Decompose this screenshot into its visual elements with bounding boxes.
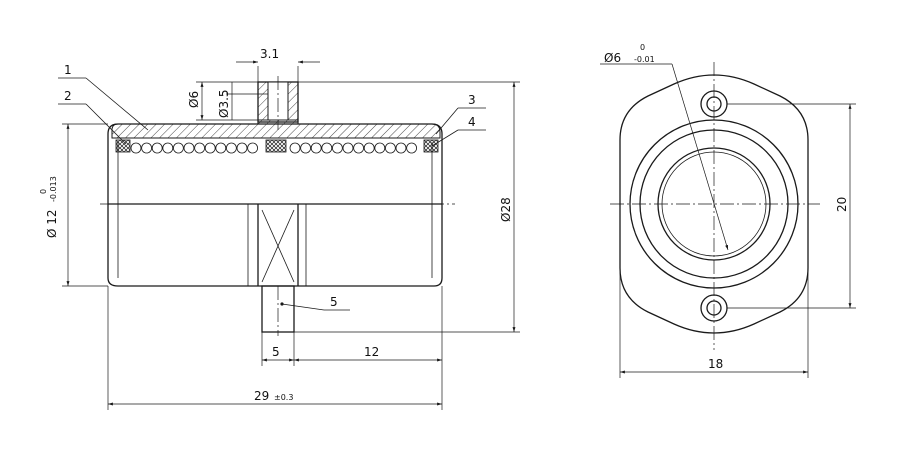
dim-shaft-tol-upper: 0 bbox=[39, 189, 48, 194]
callout-1: 1 bbox=[64, 63, 72, 77]
dim-hole-diameter: Ø3.5 bbox=[217, 89, 231, 118]
side-view: 3.1 Ø6 Ø3.5 Ø 12 0 -0.013 Ø28 5 12 bbox=[39, 47, 520, 410]
ball bbox=[300, 142, 312, 154]
bore-outer bbox=[657, 147, 771, 261]
ball bbox=[247, 142, 259, 154]
ball bbox=[130, 142, 142, 154]
ball bbox=[363, 142, 375, 154]
ball bbox=[374, 142, 386, 154]
ball bbox=[151, 142, 163, 154]
ball bbox=[384, 142, 396, 154]
ball bbox=[141, 142, 153, 154]
dim-flange-width: 5 bbox=[272, 345, 280, 359]
callout-2: 2 bbox=[64, 89, 72, 103]
ball bbox=[162, 142, 174, 154]
ball bbox=[225, 142, 237, 154]
ball bbox=[183, 142, 195, 154]
ball bbox=[406, 142, 418, 154]
seal-center bbox=[265, 139, 287, 153]
front-view: Ø6 0 -0.01 20 18 bbox=[600, 43, 856, 378]
ball-row bbox=[130, 142, 418, 154]
mount-hole-top bbox=[706, 96, 722, 112]
dim-hole-pitch: 20 bbox=[835, 197, 849, 212]
dim-shaft-tol-lower: -0.013 bbox=[49, 176, 58, 202]
ball bbox=[310, 142, 322, 154]
seal-right bbox=[423, 139, 439, 153]
mount-hole-bottom bbox=[706, 300, 722, 316]
dim-front-hole: Ø6 0 -0.01 bbox=[604, 43, 655, 65]
callout-3: 3 bbox=[468, 93, 476, 107]
callout-4: 4 bbox=[468, 115, 476, 129]
ball bbox=[204, 142, 216, 154]
ball bbox=[353, 142, 365, 154]
ball bbox=[215, 142, 227, 154]
dim-keyway-width: 3.1 bbox=[260, 47, 279, 61]
seal-left bbox=[115, 139, 131, 153]
dim-total-length: 29 bbox=[254, 389, 269, 403]
ball bbox=[236, 142, 248, 154]
svg-text:Ø 12: Ø 12 bbox=[45, 209, 59, 238]
ball bbox=[331, 142, 343, 154]
ball bbox=[194, 142, 206, 154]
ball bbox=[395, 142, 407, 154]
ball bbox=[321, 142, 333, 154]
bore-inner bbox=[661, 151, 767, 257]
ball bbox=[342, 142, 354, 154]
inner-ring bbox=[639, 129, 789, 279]
ball bbox=[289, 142, 301, 154]
dim-front-width: 18 bbox=[708, 357, 723, 371]
dim-shaft-diameter: Ø 12 0 -0.013 bbox=[39, 176, 59, 238]
dim-right-length: 12 bbox=[364, 345, 379, 359]
callout-5: 5 bbox=[330, 295, 338, 309]
svg-text:Ø6: Ø6 bbox=[604, 51, 621, 65]
bushing-wall-section bbox=[111, 119, 441, 139]
dim-front-tol-upper: 0 bbox=[640, 43, 645, 52]
outer-ring bbox=[629, 119, 799, 289]
dim-bore-diameter: Ø6 bbox=[187, 91, 201, 108]
ball bbox=[172, 142, 184, 154]
dim-front-tol-lower: -0.01 bbox=[634, 55, 655, 64]
dim-total-tolerance: ±0.3 bbox=[274, 393, 293, 402]
dim-flange-diameter: Ø28 bbox=[499, 197, 513, 222]
flange-outline bbox=[619, 74, 809, 334]
